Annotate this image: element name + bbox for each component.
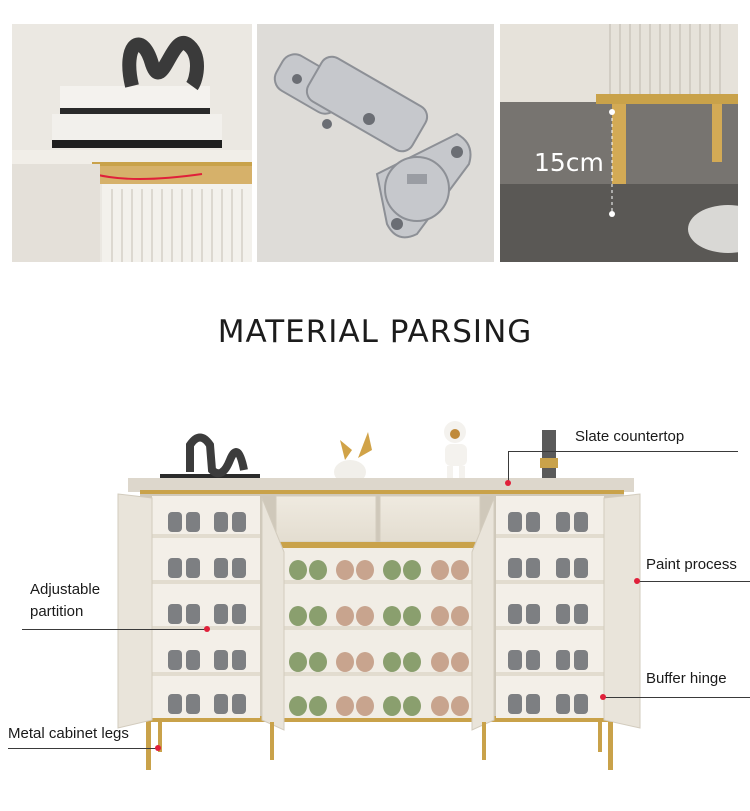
buffer-hinge-marker: [600, 694, 606, 700]
adjustable-partition-label-line1: Adjustable: [30, 581, 101, 598]
slate-countertop-marker: [505, 480, 511, 486]
adjustable-partition-leader: [22, 629, 208, 630]
leg-height-photo: 15cm: [500, 24, 738, 262]
paint-process-leader: [638, 581, 750, 582]
slate-countertop-leader-vertical: [508, 451, 509, 481]
adjustable-partition-marker: [204, 626, 210, 632]
paint-process-label: Paint process: [646, 556, 737, 573]
buffer-hinge-leader: [604, 697, 750, 698]
leg-height-label: 15cm: [534, 148, 604, 177]
hinge-detail-photo: [257, 24, 494, 262]
section-heading: MATERIAL PARSING: [217, 314, 533, 350]
paint-process-marker: [634, 578, 640, 584]
metal-cabinet-legs-label: Metal cabinet legs: [8, 725, 129, 742]
metal-cabinet-legs-leader: [8, 748, 158, 749]
slate-countertop-label: Slate countertop: [575, 428, 685, 445]
gold-edge-detail-photo: [12, 24, 252, 262]
adjustable-partition-label-line2: partition: [30, 603, 84, 620]
buffer-hinge-label: Buffer hinge: [646, 670, 727, 687]
metal-cabinet-legs-marker: [155, 745, 161, 751]
slate-countertop-leader: [508, 451, 738, 452]
